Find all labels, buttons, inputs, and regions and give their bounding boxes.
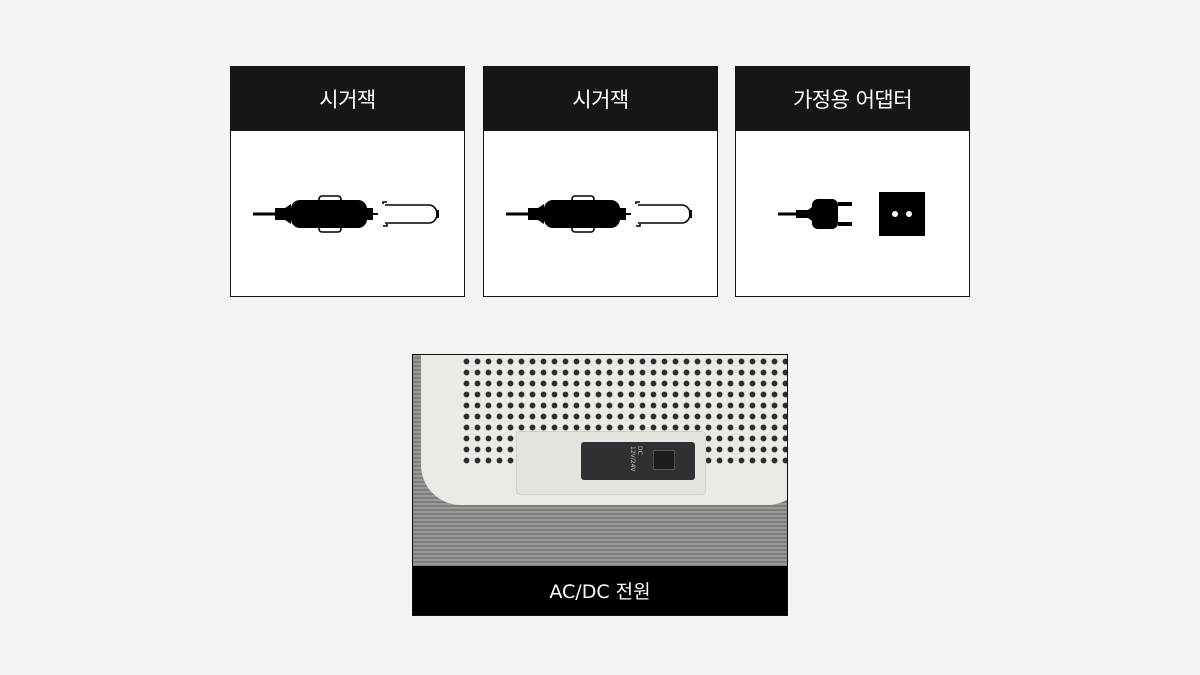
ac-plug-icon [777, 191, 925, 236]
photo-caption: AC/DC 전원 [413, 566, 787, 615]
product-photo-ac-dc-port: DC 12V/24V AC/DC 전원 [412, 354, 788, 616]
card-title: 시거잭 [231, 67, 464, 131]
power-option-card-car-2: 시거잭 [483, 66, 718, 297]
power-option-card-home-adapter: 가정용 어댑터 [735, 66, 970, 297]
card-title: 시거잭 [484, 67, 717, 131]
car-charger-icon [252, 194, 439, 233]
card-title: 가정용 어댑터 [736, 67, 969, 131]
cooler-body: DC 12V/24V [421, 355, 787, 505]
socket-plug [653, 450, 675, 470]
port-panel: DC 12V/24V [516, 431, 706, 495]
power-option-card-car-1: 시거잭 [230, 66, 465, 297]
dc-socket: DC 12V/24V [581, 442, 695, 480]
car-charger-icon [505, 194, 692, 233]
socket-label: DC 12V/24V [629, 446, 643, 472]
